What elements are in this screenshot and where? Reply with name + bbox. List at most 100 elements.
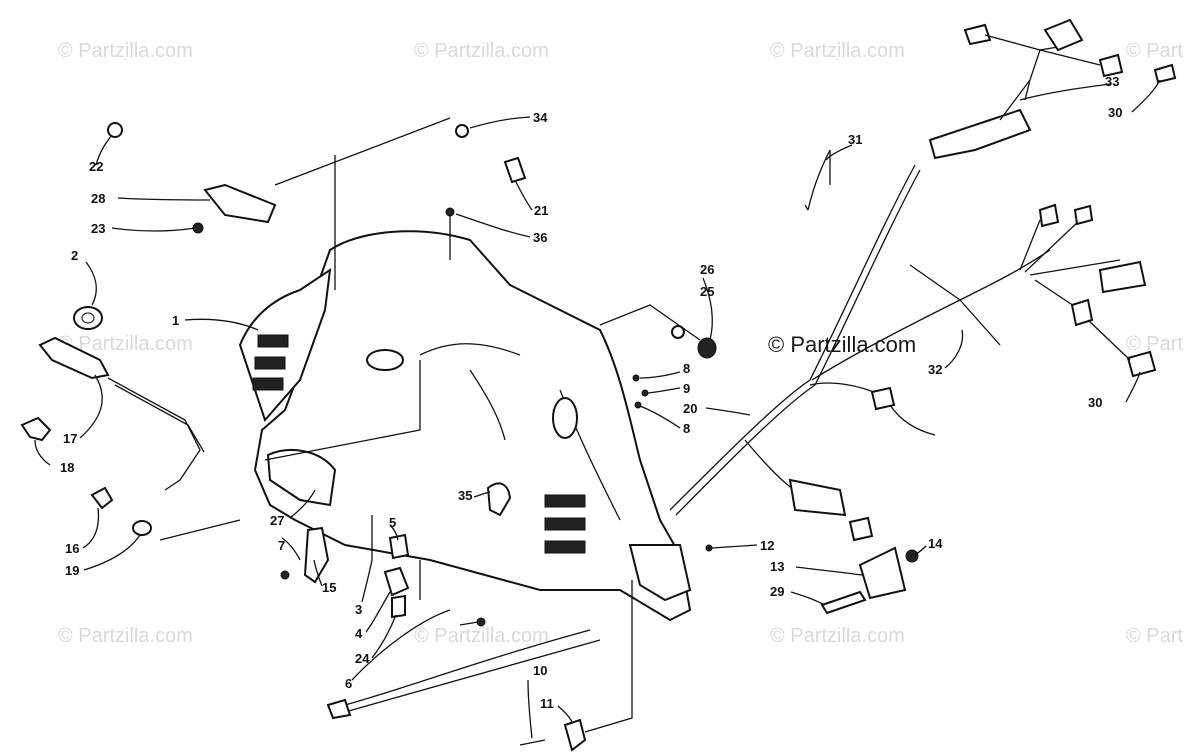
clip-18 bbox=[20, 416, 52, 442]
connector bbox=[1038, 203, 1060, 228]
screw-36 bbox=[445, 207, 455, 217]
bracket-28 bbox=[203, 183, 277, 224]
callout-5: 5 bbox=[389, 515, 396, 530]
callout-26: 26 bbox=[700, 262, 714, 277]
screw-7 bbox=[280, 570, 290, 580]
callout-33: 33 bbox=[1105, 74, 1119, 89]
watermark-center: © Partzilla.com bbox=[768, 332, 916, 357]
callout-34: 34 bbox=[533, 110, 548, 125]
callout-22: 22 bbox=[89, 159, 103, 174]
watermark: © Partzilla.com bbox=[770, 625, 905, 647]
vent-slot bbox=[254, 356, 286, 370]
switch-11 bbox=[563, 718, 587, 752]
connector bbox=[1098, 53, 1124, 78]
connector-30b bbox=[1126, 350, 1157, 378]
callout-24: 24 bbox=[355, 651, 370, 666]
callout-19: 19 bbox=[65, 563, 79, 578]
callout-30: 30 bbox=[1108, 105, 1122, 120]
connector bbox=[963, 23, 992, 46]
regulator-13 bbox=[858, 546, 907, 600]
callout-16: 16 bbox=[65, 541, 79, 556]
callout-27: 27 bbox=[270, 513, 284, 528]
console-body bbox=[238, 230, 701, 622]
watermark: © Partzilla.com bbox=[58, 625, 193, 647]
callout-9: 9 bbox=[683, 381, 690, 396]
callout-28: 28 bbox=[91, 191, 105, 206]
nut-14 bbox=[905, 549, 919, 563]
washer-9 bbox=[641, 389, 649, 397]
watermark: © Partzilla.com bbox=[770, 40, 905, 62]
callout-7: 7 bbox=[278, 538, 285, 553]
bolt-29 bbox=[820, 590, 867, 615]
callout-30b: 30 bbox=[1088, 395, 1102, 410]
vent-slot bbox=[257, 334, 289, 348]
callout-14: 14 bbox=[928, 536, 943, 551]
clip-24 bbox=[391, 594, 406, 619]
callout-10: 10 bbox=[533, 663, 547, 678]
callout-13: 13 bbox=[770, 559, 784, 574]
clip-16 bbox=[90, 486, 114, 510]
wiring-harness bbox=[669, 18, 1177, 542]
callout-11: 11 bbox=[540, 696, 554, 711]
bracket-15 bbox=[303, 526, 330, 584]
throttle-cable-17 bbox=[38, 336, 110, 380]
callout-20: 20 bbox=[683, 401, 697, 416]
connector-block bbox=[1098, 260, 1147, 294]
callout-18: 18 bbox=[60, 460, 74, 475]
watermark: © Part bbox=[1126, 40, 1183, 62]
bracket-35 bbox=[486, 482, 512, 517]
connector bbox=[848, 516, 874, 542]
callout-25: 25 bbox=[700, 284, 714, 299]
right-parts bbox=[486, 325, 919, 615]
callout-6: 6 bbox=[345, 676, 352, 691]
screw-8 bbox=[632, 374, 640, 382]
lower-parts bbox=[280, 515, 633, 752]
callout-8: 8 bbox=[683, 361, 690, 376]
connector-6 bbox=[326, 698, 352, 720]
callout-35: 35 bbox=[458, 488, 472, 503]
switch-21 bbox=[503, 156, 527, 184]
screw-12 bbox=[705, 544, 713, 552]
connector-block bbox=[788, 478, 847, 517]
vent-slot bbox=[544, 494, 586, 508]
mount-hole bbox=[552, 397, 578, 439]
watermark: © Partzilla.com bbox=[414, 40, 549, 62]
watermark: © Part bbox=[1126, 625, 1183, 647]
callout-31: 31 bbox=[848, 132, 862, 147]
callout-17: 17 bbox=[63, 431, 77, 446]
leader-lines bbox=[34, 79, 1161, 739]
watermark-layer: © Partzilla.com © Partzilla.com © Partzi… bbox=[58, 40, 1183, 647]
gauge-hole bbox=[366, 349, 404, 371]
connector bbox=[870, 386, 896, 411]
watermark: © Partzilla.com bbox=[58, 40, 193, 62]
connector bbox=[1043, 18, 1084, 52]
callout-29: 29 bbox=[770, 584, 784, 599]
connector bbox=[1073, 204, 1094, 226]
connector-30 bbox=[1153, 63, 1177, 84]
top-parts bbox=[274, 117, 527, 290]
washer-25 bbox=[671, 325, 685, 339]
watermark: © Partzilla.com bbox=[414, 625, 549, 647]
callout-labels: 22 28 23 2 1 17 18 16 19 34 21 36 26 25 … bbox=[60, 74, 1122, 711]
nut-34 bbox=[455, 124, 469, 138]
switch-19 bbox=[132, 520, 152, 536]
callout-12: 12 bbox=[760, 538, 774, 553]
clip-5 bbox=[388, 533, 410, 560]
vent-slot bbox=[544, 517, 586, 531]
nut-26 bbox=[697, 337, 717, 359]
callout-36: 36 bbox=[533, 230, 547, 245]
vent-slot bbox=[252, 377, 284, 391]
callout-21: 21 bbox=[534, 203, 548, 218]
callout-15: 15 bbox=[322, 580, 336, 595]
connector bbox=[1070, 298, 1094, 327]
callout-32: 32 bbox=[928, 362, 942, 377]
callout-8b: 8 bbox=[683, 421, 690, 436]
vent-slot bbox=[544, 540, 586, 554]
callout-2: 2 bbox=[71, 248, 78, 263]
callout-23: 23 bbox=[91, 221, 105, 236]
watermark: © Part bbox=[1126, 333, 1183, 355]
watermark: © Partzilla.com bbox=[58, 333, 193, 355]
screw-8b bbox=[634, 401, 642, 409]
